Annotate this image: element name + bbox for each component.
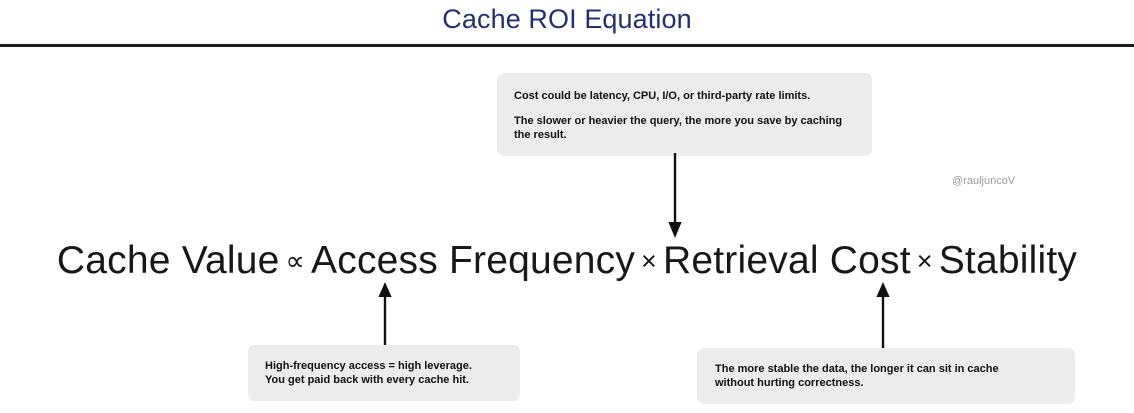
header-divider [0, 44, 1134, 47]
callout-access-frequency-line-2: You get paid back with every cache hit. [265, 374, 469, 386]
callout-stability-line-2: without hurting correctness. [715, 377, 864, 389]
equation-proportional-operator: ∝ [285, 246, 306, 276]
equation-times-operator-2: × [916, 246, 933, 276]
callout-access-frequency: High-frequency access = high leverage. Y… [248, 345, 520, 401]
equation-term-stability: Stability [938, 239, 1078, 282]
arrow-up-icon-stability [869, 281, 897, 349]
callout-retrieval-cost-line-1: Cost could be latency, CPU, I/O, or thir… [514, 90, 811, 102]
page-title: Cache ROI Equation [442, 4, 692, 34]
equation-term-access-frequency: Access Frequency [311, 239, 636, 282]
author-watermark: @rauljuncoV [952, 175, 1016, 187]
equation-term-retrieval-cost: Retrieval Cost [663, 239, 911, 282]
callout-stability: The more stable the data, the longer it … [697, 348, 1075, 404]
arrow-down-icon-retrieval-cost [661, 153, 689, 239]
equation-times-operator-1: × [641, 246, 658, 276]
equation-line: Cache Value∝Access Frequency×Retrieval C… [0, 238, 1134, 287]
arrow-up-icon-access-frequency [371, 281, 399, 347]
callout-retrieval-cost-line-2: The slower or heavier the query, the mor… [514, 115, 843, 141]
callout-stability-line-1: The more stable the data, the longer it … [715, 363, 999, 375]
equation-term-cache-value: Cache Value [56, 239, 280, 282]
callout-retrieval-cost: Cost could be latency, CPU, I/O, or thir… [497, 73, 872, 156]
callout-access-frequency-line-1: High-frequency access = high leverage. [265, 360, 472, 372]
